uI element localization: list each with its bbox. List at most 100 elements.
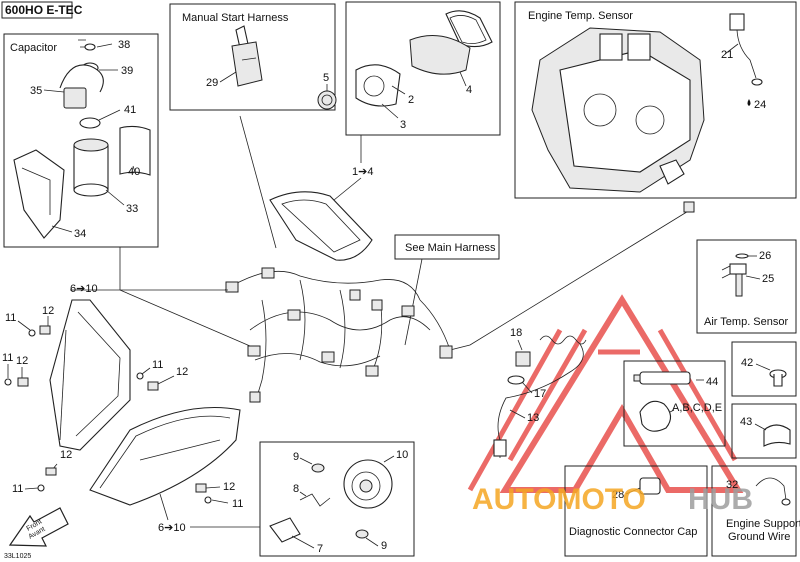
manual-start-harness-label: Manual Start Harness	[182, 12, 289, 24]
air-temp-sensor-part	[721, 253, 749, 297]
screw-11-c	[136, 372, 144, 380]
parts-44-box	[623, 360, 726, 447]
headlight-bulb-box	[259, 441, 415, 557]
headlight-housing-left	[49, 299, 131, 451]
clip-12-c	[147, 381, 159, 391]
callout-21: 21	[721, 49, 733, 61]
watermark-text-hub: HUB	[688, 483, 753, 516]
screw-11-b	[4, 378, 12, 386]
clip-12-d	[45, 467, 57, 476]
clip-12-a	[39, 325, 51, 335]
callout-12-d: 12	[60, 449, 72, 461]
callout-3: 3	[400, 119, 406, 131]
capacitor-parts	[13, 39, 151, 239]
push-rivet-42	[769, 369, 787, 387]
callout-32: 32	[726, 479, 738, 491]
engine-support-label-line1: Engine Support	[726, 518, 800, 530]
callout-11-b: 11	[2, 352, 13, 364]
diagnostic-connector-cap-label: Diagnostic Connector Cap	[569, 526, 697, 538]
callout-12-e: 12	[223, 481, 235, 493]
engine-temp-sensor-label: Engine Temp. Sensor	[528, 10, 633, 22]
engine-support-ground-wire-box	[711, 465, 797, 557]
callout-11-c: 11	[152, 359, 163, 371]
callout-11-a: 11	[5, 312, 16, 324]
callout-12-b: 12	[16, 355, 28, 367]
callout-2: 2	[408, 94, 414, 106]
callout-26: 26	[759, 250, 771, 262]
callout-41: 41	[124, 104, 136, 116]
parts-43-box	[731, 403, 797, 459]
callout-12-c: 12	[176, 366, 188, 378]
callout-39: 39	[121, 65, 133, 77]
callout-10: 10	[396, 449, 408, 461]
manual-start-connector	[231, 25, 263, 87]
callout-7: 7	[317, 543, 323, 555]
callout-17: 17	[534, 388, 546, 400]
callout-11-e: 11	[232, 498, 243, 510]
callout-42: 42	[741, 357, 753, 369]
tube-44-part	[633, 371, 691, 385]
watermark-text-automoto: AUTOMOTO	[472, 483, 646, 516]
connector-cap-28	[639, 477, 661, 495]
parts-42-box	[731, 341, 797, 397]
callout-11-d: 11	[12, 483, 23, 495]
callout-33: 33	[126, 203, 138, 215]
watermark-logo-icon	[467, 294, 744, 493]
air-temp-sensor-label: Air Temp. Sensor	[704, 316, 789, 328]
diagnostic-connector-cap-box	[564, 465, 708, 557]
callout-35: 35	[30, 85, 42, 97]
ground-wire-32	[755, 477, 791, 506]
callout-9-a: 9	[293, 451, 299, 463]
engine-support-label-line2: Ground Wire	[728, 531, 790, 543]
callout-4: 4	[466, 84, 472, 96]
engine-block	[531, 27, 705, 193]
reference-code: 33L1025	[4, 553, 31, 560]
engine-temp-sensor-part	[729, 13, 763, 86]
diagram-title: 600HO E-TEC	[5, 3, 83, 17]
screw-11-d	[37, 484, 45, 492]
callout-5: 5	[323, 72, 329, 84]
gasket-abcde-part	[639, 400, 672, 432]
watermark: AUTOMOTO HUB	[472, 483, 753, 516]
callout-28: 28	[612, 489, 624, 501]
callout-43: 43	[740, 416, 752, 428]
clamp-43	[763, 424, 791, 447]
clip-12-b	[17, 377, 29, 387]
fluid-drop-icon	[747, 99, 751, 106]
see-main-harness-box	[394, 234, 500, 260]
instrument-cluster-housing	[269, 191, 373, 261]
callout-29: 29	[206, 77, 218, 89]
screw-11-a	[28, 329, 36, 337]
callout-6-to-10-top: 6➔10	[70, 283, 98, 295]
callout-40: 40	[128, 166, 140, 178]
callout-18: 18	[510, 327, 522, 339]
callout-44: 44	[706, 376, 718, 388]
capacitor-box	[3, 33, 159, 248]
main-wiring-harness	[224, 201, 695, 403]
callout-38: 38	[118, 39, 130, 51]
callout-8: 8	[293, 483, 299, 495]
engine-temp-sensor-box	[514, 1, 797, 199]
headlight-bulb-parts	[269, 459, 393, 543]
see-main-harness-label: See Main Harness	[405, 242, 496, 254]
screw-11-e	[204, 496, 212, 504]
clip-12-e	[195, 483, 207, 493]
title-box	[1, 1, 73, 19]
callout-abcde: A,B,C,D,E	[672, 402, 722, 414]
front-arrow-icon: Front Avant	[8, 507, 69, 547]
air-temp-sensor-box	[696, 239, 797, 334]
callout-34: 34	[74, 228, 86, 240]
manual-start-harness-box	[169, 3, 336, 111]
headlight-lens-main	[89, 406, 241, 506]
callout-9-b: 9	[381, 540, 387, 552]
capacitor-label: Capacitor	[10, 42, 57, 54]
gauge-cluster-parts	[317, 10, 493, 110]
callout-25: 25	[762, 273, 774, 285]
callout-24: 24	[754, 99, 766, 111]
diagnostic-cable	[493, 335, 587, 458]
callout-6-to-10-bottom: 6➔10	[158, 522, 186, 534]
callout-13: 13	[527, 412, 539, 424]
callout-12-a: 12	[42, 305, 54, 317]
